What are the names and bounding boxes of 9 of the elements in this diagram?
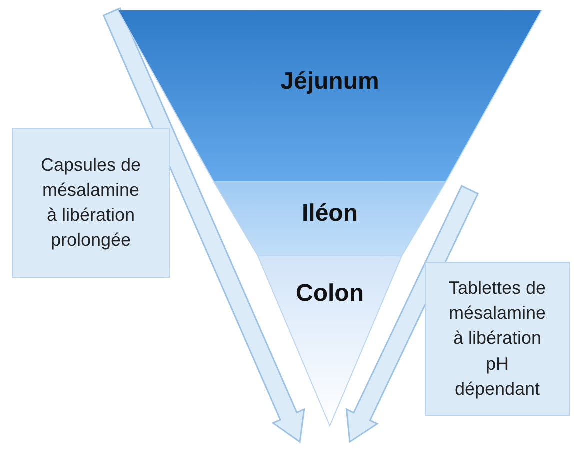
segment-label: Colon (295, 280, 365, 308)
segment-label: Jéjunum (280, 68, 380, 96)
box-text: Capsules de mésalamine à libération prolongée (40, 154, 142, 252)
text-box (12, 128, 170, 278)
text-box (425, 262, 570, 416)
box-text: Tablettes de mésalamine à libération pH dépendant (448, 277, 548, 401)
block-arrow (346, 185, 480, 444)
block-arrow (102, 7, 306, 444)
segment-label: Iléon (300, 200, 359, 228)
